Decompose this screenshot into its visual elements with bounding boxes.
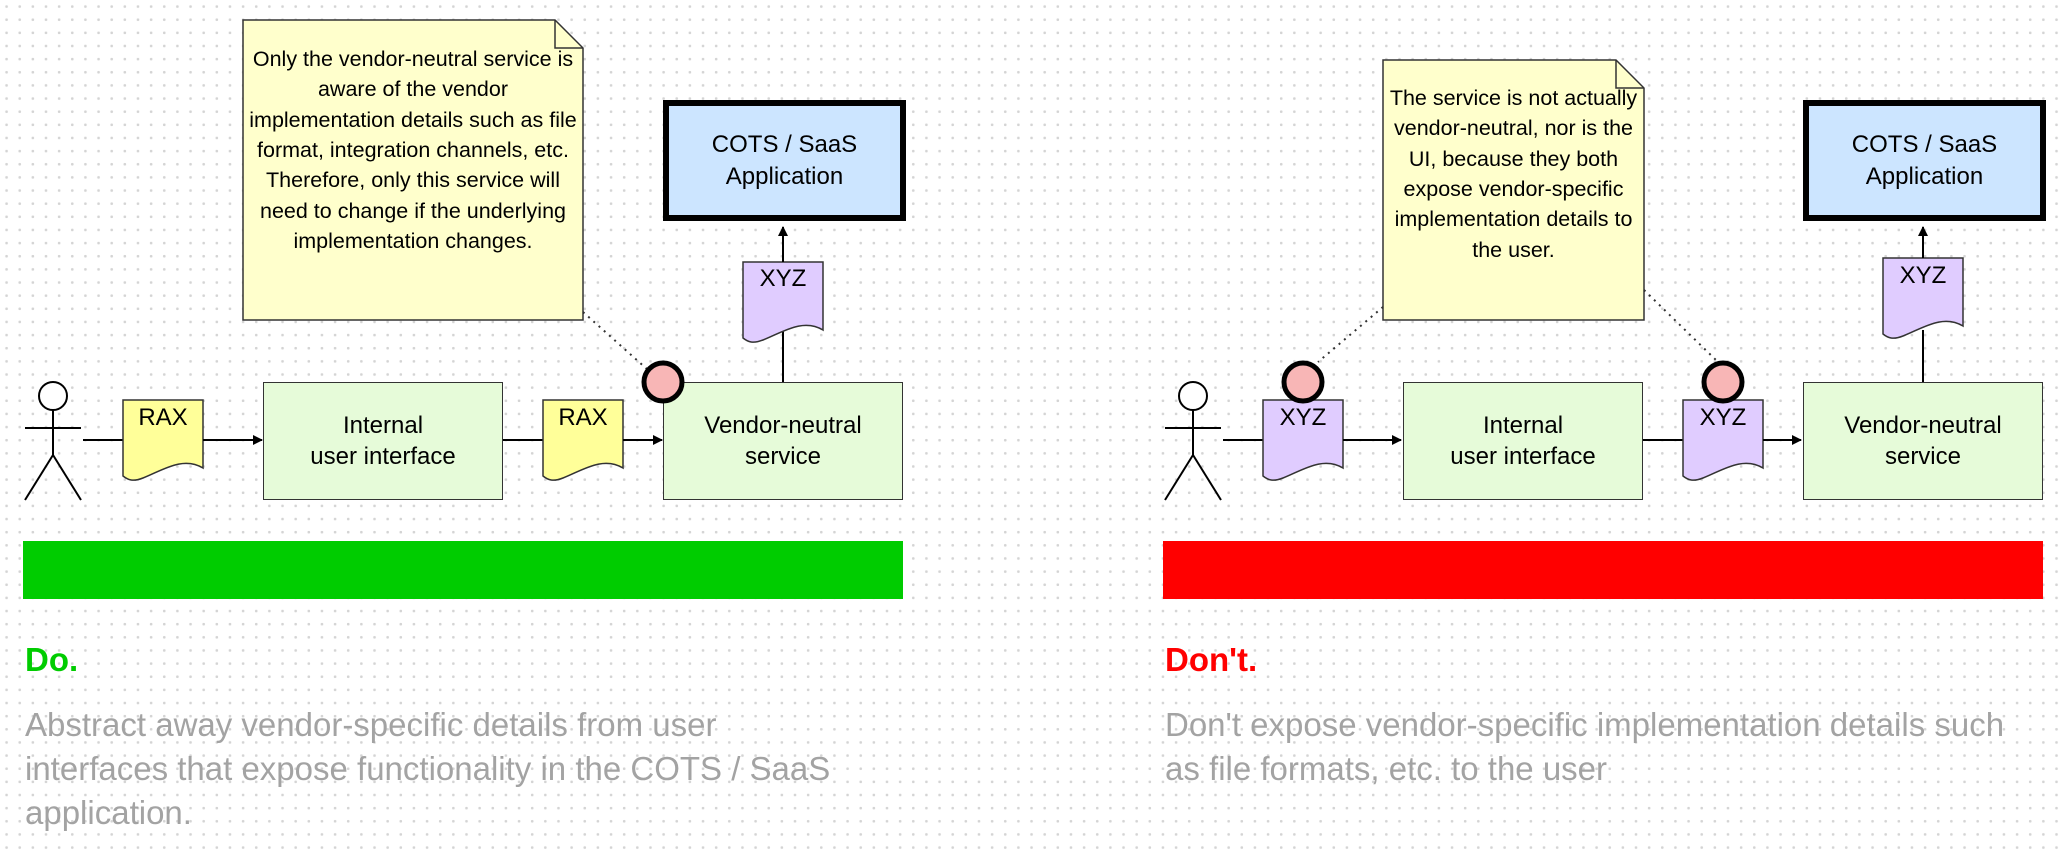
right-service-box: Vendor-neutral service xyxy=(1803,382,2043,500)
right-note-text: The service is not actually vendor-neutr… xyxy=(1389,86,1638,262)
left-service-label: Vendor-neutral service xyxy=(704,411,862,470)
left-xyz-doc-top xyxy=(742,261,824,343)
right-service-label: Vendor-neutral service xyxy=(1844,411,2002,470)
right-xyz-doc-top xyxy=(1882,257,1964,339)
left-note-connector xyxy=(582,311,649,371)
right-xyz-label-2: XYZ xyxy=(1699,404,1747,431)
right-status-bar xyxy=(1163,541,2043,599)
right-cots-box: COTS / SaaS Application xyxy=(1803,100,2046,221)
right-note-connector-1 xyxy=(1317,306,1384,363)
left-rax-label-2: RAX xyxy=(558,404,608,431)
right-note-shape xyxy=(1382,59,1645,321)
left-cots-box: COTS / SaaS Application xyxy=(663,100,906,221)
left-description: Abstract away vendor-specific details fr… xyxy=(25,706,831,832)
left-note-shape xyxy=(242,19,584,321)
right-xyz-doc-1 xyxy=(1262,399,1344,481)
right-cots-label: COTS / SaaS Application xyxy=(1851,131,1998,190)
left-internal-ui-box: Internal user interface xyxy=(263,382,503,500)
right-xyz-label-1: XYZ xyxy=(1279,404,1327,431)
left-actor-icon xyxy=(24,381,82,501)
left-note-text: Only the vendor-neutral service is aware… xyxy=(249,47,577,253)
right-note-fold xyxy=(1615,60,1644,89)
left-service-box: Vendor-neutral service xyxy=(663,382,903,500)
right-description: Don't expose vendor-specific implementat… xyxy=(1165,706,2005,788)
left-rax-label-1: RAX xyxy=(138,404,188,431)
right-internal-ui-box: Internal user interface xyxy=(1403,382,1643,500)
left-rax-doc-2 xyxy=(542,399,624,481)
right-xyz-label-top: XYZ xyxy=(1899,262,1947,289)
right-actor-icon xyxy=(1164,381,1222,501)
left-xyz-label-top: XYZ xyxy=(759,265,807,292)
left-internal-ui-label: Internal user interface xyxy=(310,411,456,470)
left-marker-circle xyxy=(641,360,685,404)
right-internal-ui-label: Internal user interface xyxy=(1450,411,1596,470)
right-heading: Don't. xyxy=(1165,641,1258,678)
left-note-fold xyxy=(554,20,583,49)
left-cots-label: COTS / SaaS Application xyxy=(711,131,858,190)
right-marker-circle-1 xyxy=(1281,360,1325,404)
right-marker-circle-2 xyxy=(1701,360,1745,404)
right-xyz-doc-2 xyxy=(1682,399,1764,481)
left-status-bar xyxy=(23,541,903,599)
left-heading: Do. xyxy=(25,641,79,678)
left-rax-doc-1 xyxy=(122,399,204,481)
